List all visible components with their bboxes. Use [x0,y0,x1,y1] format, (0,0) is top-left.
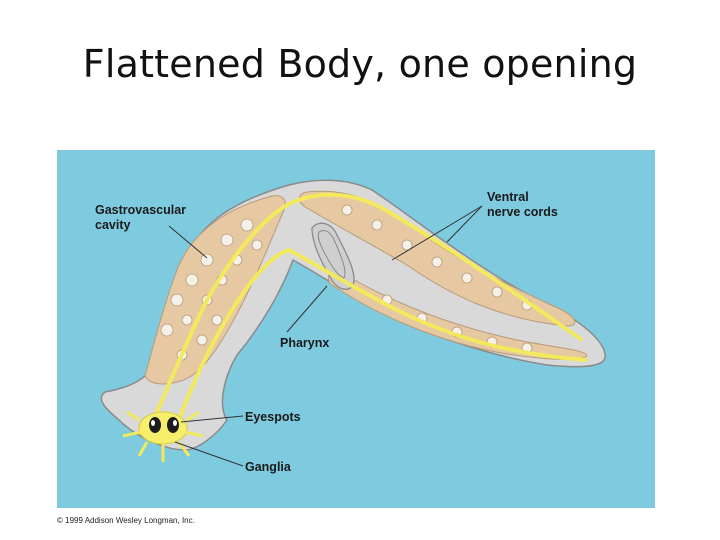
slide-title: Flattened Body, one opening [82,42,638,86]
pharynx-inner [317,229,346,279]
label-eyespots: Eyespots [245,410,301,424]
label-pharynx: Pharynx [280,336,329,350]
eyespot-left [149,417,161,433]
ventral-nerve-cord-2 [173,247,588,431]
label-ganglia: Ganglia [245,460,292,474]
label-ventral-line2: nerve cords [487,205,558,219]
label-gastrovascular-line2: cavity [95,218,130,232]
copyright-notice: © 1999 Addison Wesley Longman, Inc. [57,516,195,525]
label-gastrovascular-line1: Gastrovascular [95,203,186,217]
leader-lines [168,205,483,467]
eyespots [149,417,179,433]
label-ventral-line1: Ventral [487,190,529,204]
eyespot-right [167,417,179,433]
planarian-diagram: Gastrovascular cavity Ventral nerve cord… [57,150,655,508]
ventral-nerve-cord-1 [147,192,584,431]
